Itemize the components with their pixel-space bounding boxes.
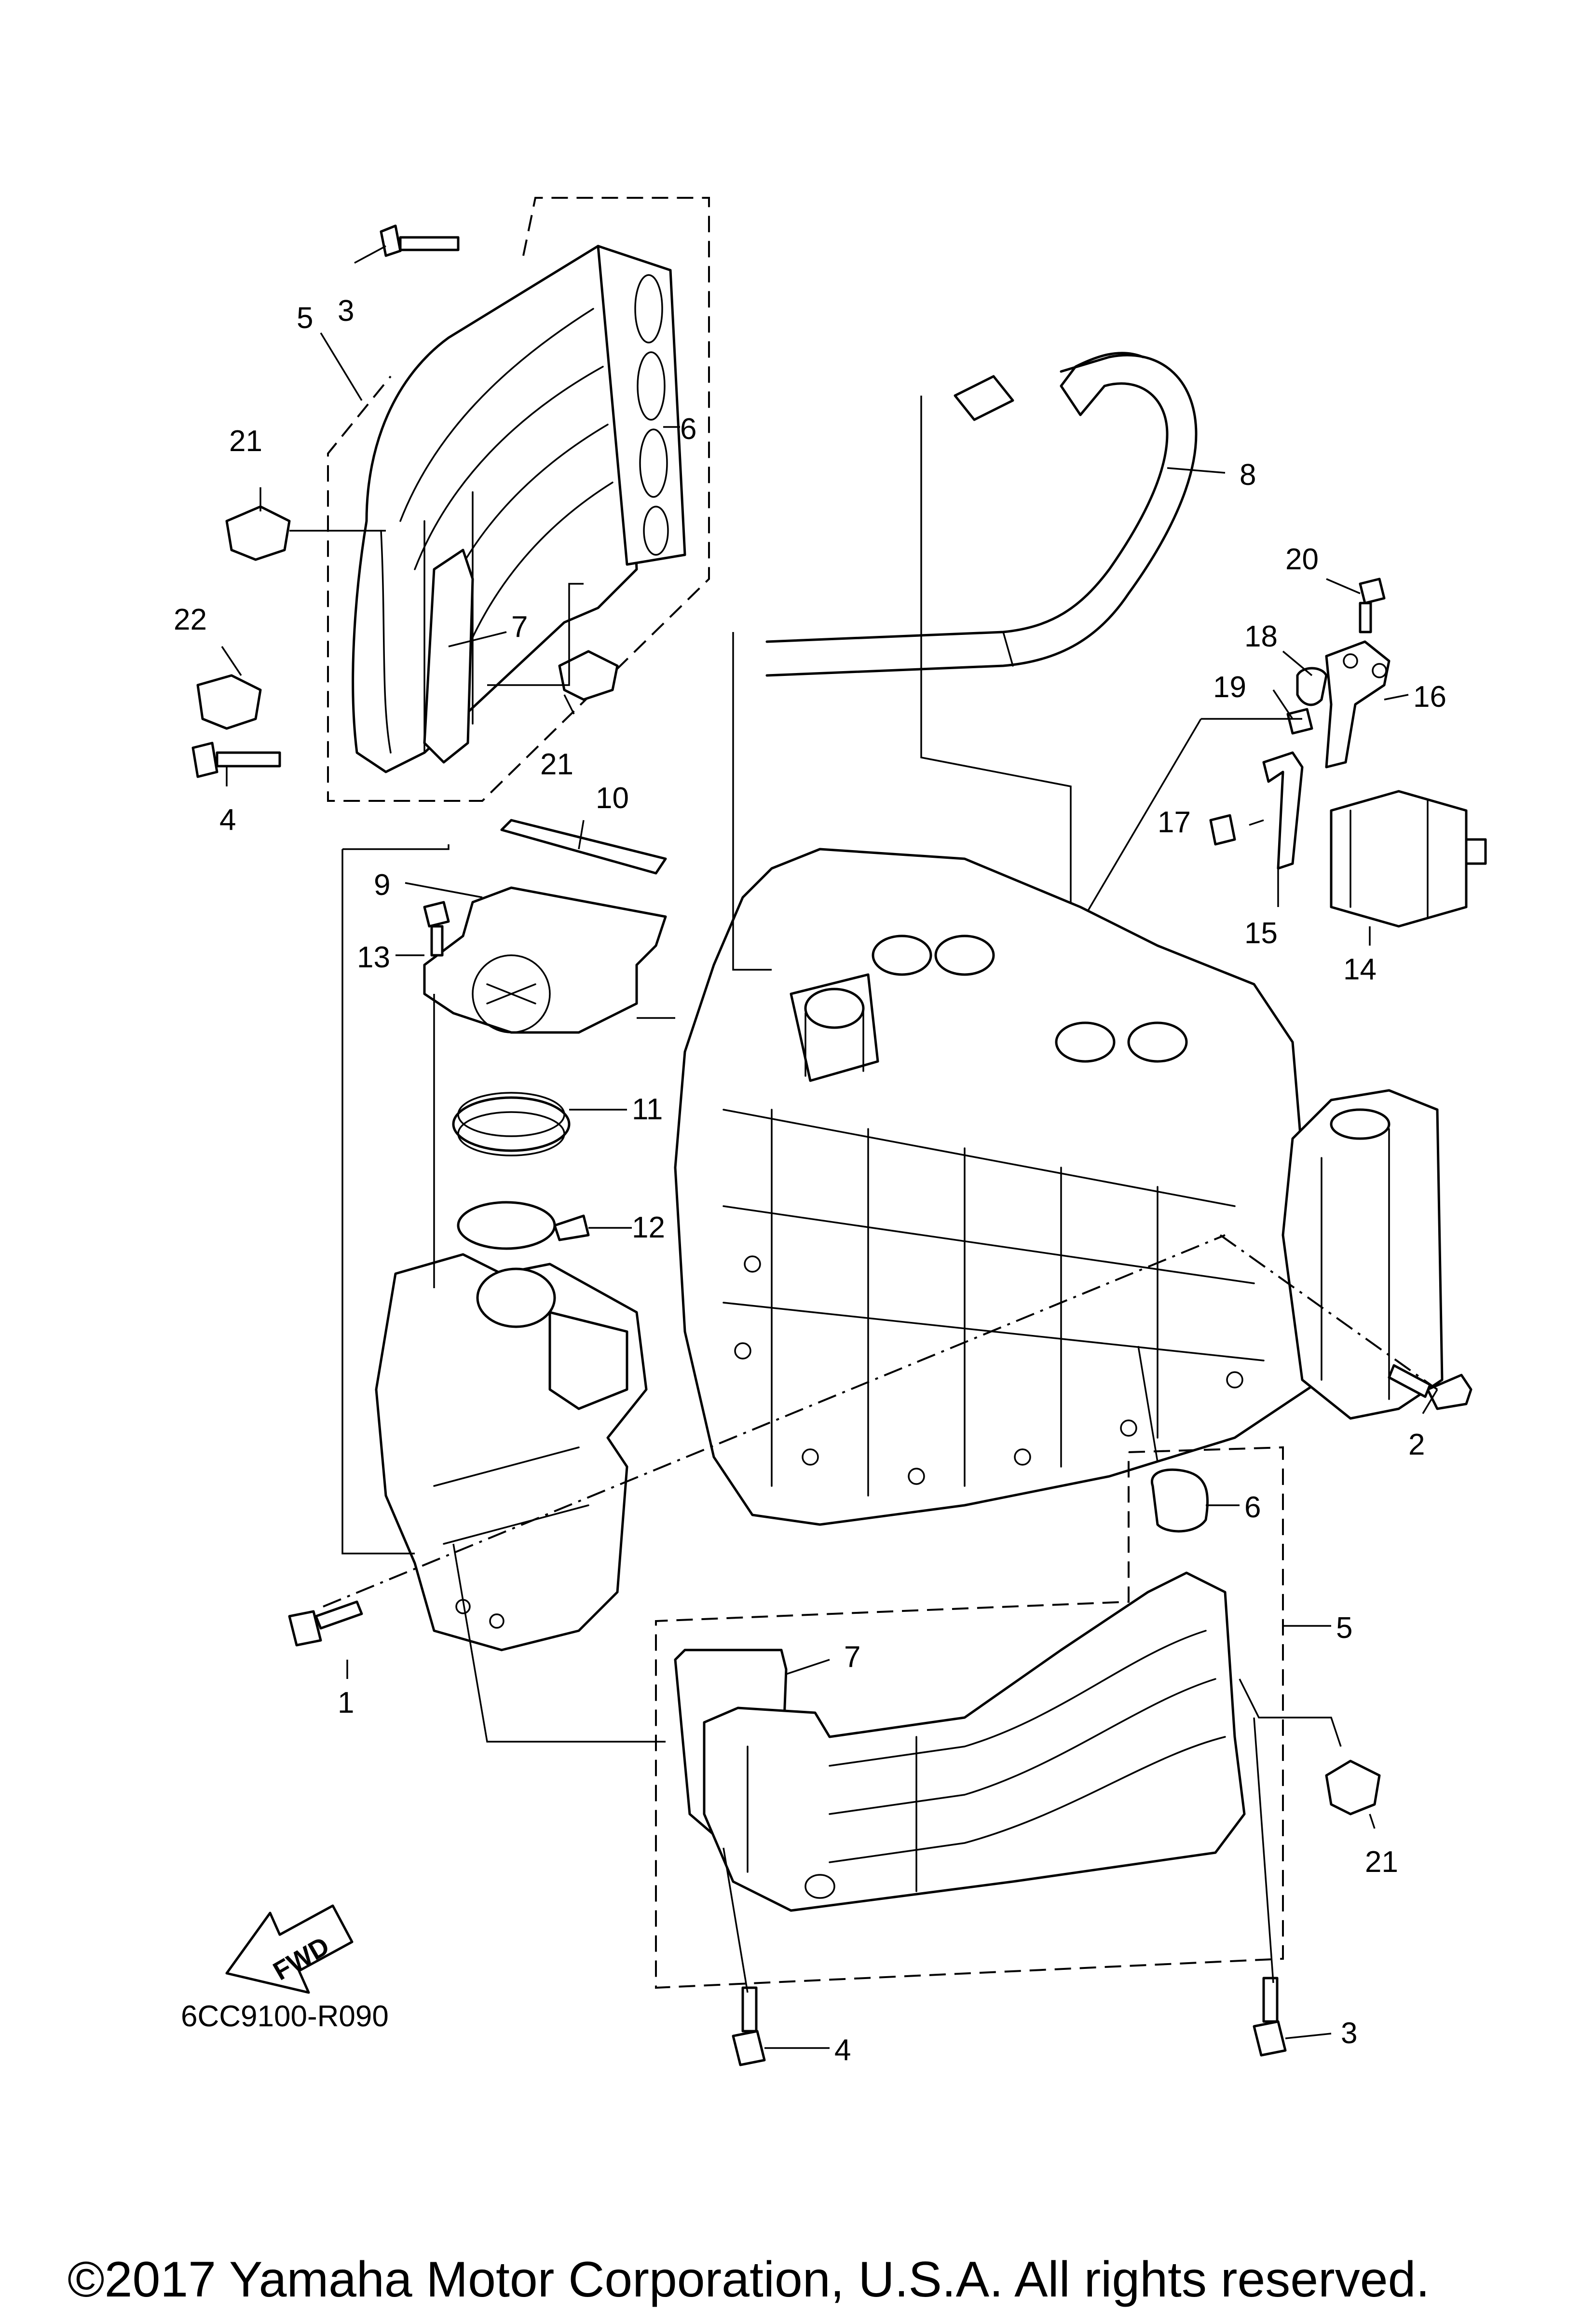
reference-lines xyxy=(323,583,1438,1993)
callout-5-lower: 5 xyxy=(1336,1611,1352,1645)
callout-7-lower: 7 xyxy=(844,1640,860,1674)
gasket-upper xyxy=(597,245,686,566)
clamp-12 xyxy=(457,1201,556,1250)
callout-leaders xyxy=(221,245,1438,2049)
bolt-3-lower xyxy=(1253,1977,1287,2057)
bolt-1 xyxy=(288,1600,363,1647)
callout-20: 20 xyxy=(1285,543,1319,576)
clip-21-upper xyxy=(225,505,291,561)
bolt-2 xyxy=(1388,1364,1472,1410)
clip-22 xyxy=(196,674,262,730)
callout-numbers: 3 5 6 21 7 22 21 4 8 20 18 19 16 17 15 1… xyxy=(174,294,1446,2067)
silencer-9 xyxy=(423,886,667,1034)
bolt-17 xyxy=(1209,814,1236,846)
callout-14: 14 xyxy=(1343,953,1377,986)
clip-21-middle xyxy=(558,650,619,701)
callout-9: 9 xyxy=(374,868,390,902)
callout-17: 17 xyxy=(1158,806,1191,839)
callout-6-lower: 6 xyxy=(1244,1491,1261,1524)
callout-3-lower: 3 xyxy=(1341,2017,1357,2050)
callout-8: 8 xyxy=(1240,458,1256,492)
callout-18: 18 xyxy=(1244,620,1278,653)
cover-10 xyxy=(500,819,667,875)
fwd-arrow: FWD xyxy=(225,1904,354,1994)
callout-6-upper: 6 xyxy=(680,413,696,446)
hose-8 xyxy=(765,352,1198,936)
bolt-3-upper xyxy=(380,224,460,257)
copyright-notice: ©2017 Yamaha Motor Corporation, U.S.A. A… xyxy=(68,2252,1430,2308)
fuel-module xyxy=(1281,1089,1444,1420)
callout-11: 11 xyxy=(632,1093,663,1126)
callout-21-a: 21 xyxy=(229,425,262,458)
upper-manifold-group xyxy=(191,197,710,802)
bolt-4-lower xyxy=(732,1986,766,2066)
canister-group xyxy=(1041,578,1487,990)
callout-4-upper: 4 xyxy=(219,803,236,837)
gasket-7-upper xyxy=(423,549,474,764)
callout-10: 10 xyxy=(596,782,629,815)
canister-14 xyxy=(1330,790,1468,928)
callout-13: 13 xyxy=(357,941,390,974)
callout-12: 12 xyxy=(632,1211,665,1244)
bolt-13 xyxy=(423,901,450,928)
callout-4-lower: 4 xyxy=(834,2034,851,2067)
callout-15: 15 xyxy=(1244,917,1278,950)
engine-block xyxy=(674,848,1333,1526)
lower-manifold-group xyxy=(655,1446,1381,2066)
throttle-group xyxy=(375,819,667,1651)
callout-16: 16 xyxy=(1413,680,1446,714)
callout-2: 2 xyxy=(1408,1428,1425,1461)
callout-1: 1 xyxy=(338,1686,354,1719)
callout-21-c: 21 xyxy=(1365,1845,1398,1879)
bolt-20 xyxy=(1359,578,1386,605)
grommet-18 xyxy=(1296,667,1328,706)
callout-3-upper: 3 xyxy=(338,294,354,328)
callout-7-upper: 7 xyxy=(511,610,528,644)
gasket-6-lower xyxy=(1150,1468,1209,1533)
intake-manifold-lower xyxy=(703,1571,1246,1912)
callout-22: 22 xyxy=(174,603,207,636)
collar-19 xyxy=(1286,708,1313,735)
callout-19: 19 xyxy=(1213,671,1246,704)
diagram-code: 6CC9100-R090 xyxy=(181,2000,389,2033)
callout-5-upper: 5 xyxy=(297,302,313,335)
callout-21-b: 21 xyxy=(540,748,573,781)
clip-21-lower xyxy=(1325,1760,1381,1815)
bolt-4-upper xyxy=(191,742,281,778)
seal-11 xyxy=(452,1096,571,1152)
bracket-15 xyxy=(1262,751,1304,870)
